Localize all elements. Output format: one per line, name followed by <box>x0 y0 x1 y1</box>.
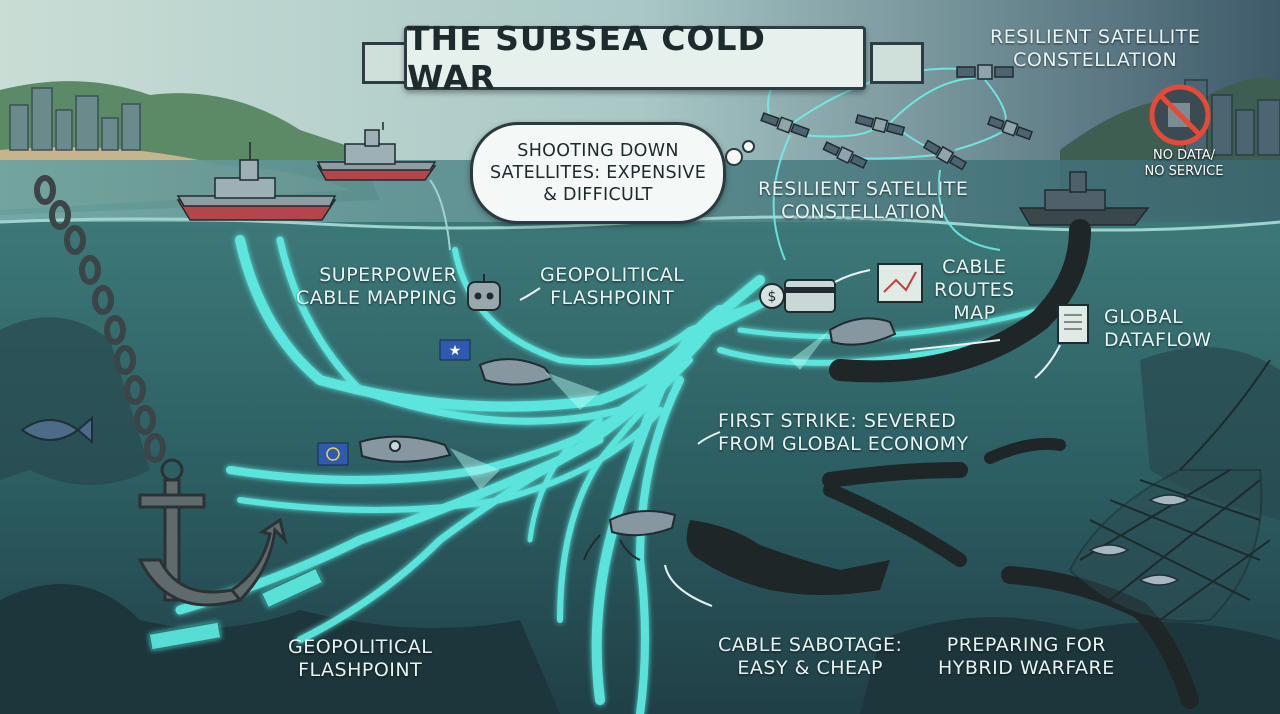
document-icon <box>1057 304 1089 344</box>
svg-text:★: ★ <box>449 343 462 359</box>
label-line: CABLE MAPPING <box>296 287 458 309</box>
net-fish <box>1088 494 1190 586</box>
broken-cable-segments <box>148 567 324 651</box>
thought-bubble: SHOOTING DOWN SATELLITES: EXPENSIVE & DI… <box>470 122 726 224</box>
label-line: GLOBAL <box>1104 306 1184 328</box>
label-cable-sabotage: CABLE SABOTAGE: EASY & CHEAP <box>718 634 902 680</box>
label-cable-routes-map: CABLE ROUTES MAP <box>934 256 1015 325</box>
label-line: RESILIENT SATELLITE <box>758 178 969 200</box>
label-line: FIRST STRIKE: SEVERED <box>718 410 957 432</box>
no-signal-icon <box>1149 84 1211 146</box>
label-line: FLASHPOINT <box>550 287 675 309</box>
label-line: EASY & CHEAP <box>737 657 883 679</box>
label-hybrid-warfare: PREPARING FOR HYBRID WARFARE <box>938 634 1115 680</box>
anchor-icon <box>137 458 288 607</box>
page-title: THE SUBSEA COLD WAR <box>407 19 766 97</box>
flag-icon: ★ <box>317 339 471 466</box>
label-global-dataflow: GLOBAL DATAFLOW <box>1104 306 1212 352</box>
label-line: CONSTELLATION <box>1013 49 1178 71</box>
robot-icon <box>467 274 501 311</box>
annotation-arrows <box>519 269 1061 607</box>
label-line: HYBRID WARFARE <box>938 657 1115 679</box>
svg-text:$: $ <box>768 289 777 305</box>
label-line: CABLE <box>942 256 1007 278</box>
label-line: FROM GLOBAL ECONOMY <box>718 433 969 455</box>
thought-line: SHOOTING DOWN <box>517 141 679 161</box>
label-line: CONSTELLATION <box>781 201 946 223</box>
label-no-data: NO DATA/ NO SERVICE <box>1124 148 1244 180</box>
map-icon <box>877 263 923 303</box>
label-satellite-constellation-top: RESILIENT SATELLITE CONSTELLATION <box>990 26 1200 72</box>
credit-card-icon: $ <box>759 279 836 313</box>
label-line: MAP <box>953 302 996 324</box>
label-line: NO DATA/ <box>1153 148 1215 163</box>
glowing-cables <box>175 235 1043 714</box>
thought-bubble-dot <box>725 148 743 166</box>
ship-icon <box>176 122 1150 226</box>
left-city <box>9 87 141 151</box>
label-line: DATAFLOW <box>1104 329 1212 351</box>
submarine-icon <box>358 317 897 490</box>
label-line: PREPARING FOR <box>946 634 1107 656</box>
thought-bubble-dot <box>742 140 755 153</box>
satellite-icon <box>760 64 1034 171</box>
thought-line: & DIFFICULT <box>543 185 653 205</box>
label-line: CABLE SABOTAGE: <box>718 634 903 656</box>
banner-ribbon-right <box>870 42 924 84</box>
label-line: SUPERPOWER <box>319 264 458 286</box>
crab-drone-icon <box>583 510 677 561</box>
seabed <box>0 584 560 714</box>
thought-line: SATELLITES: EXPENSIVE <box>489 163 707 183</box>
label-line: FLASHPOINT <box>298 659 423 681</box>
label-first-strike: FIRST STRIKE: SEVERED FROM GLOBAL ECONOM… <box>718 410 969 456</box>
anchor-chain <box>34 175 166 463</box>
fish-icon <box>20 415 93 445</box>
sabotage-arm <box>686 520 890 595</box>
label-flashpoint-bottom: GEOPOLITICAL FLASHPOINT <box>288 636 432 682</box>
label-cable-mapping: SUPERPOWER CABLE MAPPING <box>296 264 457 310</box>
title-banner: THE SUBSEA COLD WAR <box>404 19 866 97</box>
label-line: NO SERVICE <box>1144 164 1224 179</box>
label-line: RESILIENT SATELLITE <box>990 26 1201 48</box>
fishing-net-icon <box>1068 359 1271 623</box>
label-line: GEOPOLITICAL <box>540 264 685 286</box>
label-line: ROUTES <box>934 279 1015 301</box>
label-satellite-constellation-mid: RESILIENT SATELLITE CONSTELLATION <box>758 178 968 224</box>
label-line: GEOPOLITICAL <box>288 636 433 658</box>
label-flashpoint-top: GEOPOLITICAL FLASHPOINT <box>540 264 684 310</box>
